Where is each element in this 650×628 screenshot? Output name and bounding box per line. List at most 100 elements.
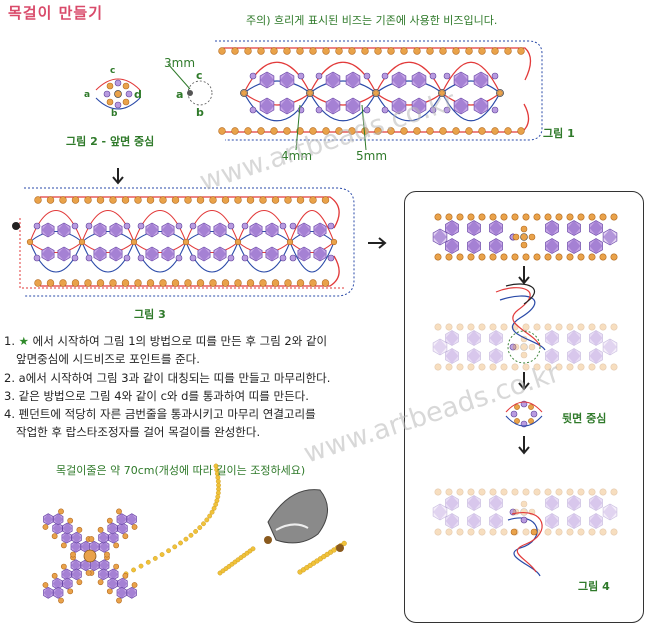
- gold-seed-bead: [109, 196, 117, 204]
- gold-seed-bead: [131, 582, 138, 588]
- crystal-bead-shade: [433, 339, 447, 355]
- gold-seed-bead: [489, 213, 497, 221]
- gold-seed-bead: [467, 363, 475, 371]
- gold-seed-bead: [478, 323, 486, 331]
- figure-4-panel: [404, 191, 644, 623]
- gold-seed-bead: [489, 323, 497, 331]
- crystal-bead-shade: [314, 247, 326, 261]
- chain-link: [183, 536, 189, 542]
- gold-seed-bead: [517, 127, 525, 135]
- crystal-bead-shade: [81, 559, 91, 571]
- crystal-bead-shade: [454, 98, 468, 114]
- crystal-bead-shade: [474, 98, 488, 114]
- gold-seed-bead: [566, 488, 574, 496]
- purple-seed-bead: [114, 101, 122, 109]
- gold-seed-bead: [259, 196, 267, 204]
- gold-seed-bead: [478, 528, 486, 536]
- crystal-bead-shade: [146, 223, 158, 237]
- crystal-bead-shade: [545, 495, 559, 511]
- gold-seed-bead: [84, 279, 92, 287]
- gold-seed-bead: [434, 323, 442, 331]
- crystal-bead-shade: [94, 223, 106, 237]
- gold-seed-bead: [599, 363, 607, 371]
- instruction-step-2: 2. a에서 시작하여 그림 3과 같이 대칭되는 띠를 만들고 마무리한다.: [4, 371, 331, 385]
- crystal-bead-shade: [43, 513, 53, 525]
- gold-seed-bead: [610, 323, 618, 331]
- gold-seed-bead: [159, 196, 167, 204]
- thread-blue: [29, 230, 83, 243]
- gold-seed-bead: [76, 526, 83, 533]
- clasp-highlight: [275, 523, 309, 531]
- jump-ring: [336, 544, 344, 552]
- thread-red: [375, 61, 443, 94]
- crystal-bead-shade: [545, 330, 559, 346]
- thread-blue: [81, 241, 135, 273]
- crystal-bead-shade: [198, 247, 210, 261]
- thread-red: [81, 241, 135, 254]
- gold-seed-bead: [259, 279, 267, 287]
- purple-seed-bead: [510, 410, 518, 418]
- jump-ring: [264, 536, 272, 544]
- gold-seed-bead: [467, 323, 475, 331]
- crystal-bead-shade: [603, 229, 617, 245]
- dimension-5mm: 5mm: [356, 149, 388, 163]
- thread-red: [95, 78, 141, 91]
- crystal-bead-shade: [589, 348, 603, 364]
- gold-seed-bead: [146, 279, 155, 287]
- gold-seed-bead: [271, 279, 280, 287]
- thread-blue: [133, 230, 187, 243]
- gold-seed-bead: [309, 127, 317, 135]
- gold-seed-bead: [514, 418, 520, 424]
- crystal-bead-shade: [89, 559, 99, 571]
- crystal-bead-shade: [589, 513, 603, 529]
- gold-seed-bead: [500, 323, 508, 331]
- gold-seed-bead: [544, 213, 552, 221]
- gold-seed-bead: [599, 323, 607, 331]
- gold-seed-bead: [218, 47, 226, 55]
- gold-seed-bead: [588, 488, 596, 496]
- thread-blue: [375, 80, 443, 94]
- gold-seed-bead: [122, 98, 130, 106]
- gold-seed-bead: [465, 127, 473, 135]
- crystal-bead-shade: [489, 348, 503, 364]
- gold-seed-bead: [361, 47, 369, 55]
- purple-seed-bead: [429, 106, 437, 114]
- crystal-bead-shade: [99, 559, 109, 571]
- crystal-bead-shade: [467, 513, 481, 529]
- thread-blue: [243, 80, 311, 94]
- fig2-b-label: b: [111, 109, 118, 119]
- purple-seed-bead: [363, 106, 371, 114]
- gold-seed-bead: [146, 196, 155, 204]
- gold-seed-bead: [309, 196, 317, 204]
- crystal-bead-shade: [62, 578, 73, 590]
- thread-dotted-outline: [215, 40, 543, 141]
- purple-seed-bead: [123, 222, 131, 230]
- gold-seed-bead: [489, 363, 497, 371]
- fig2-c-label: c: [110, 66, 116, 76]
- purple-seed-bead: [103, 90, 111, 98]
- crystal-bead: [432, 338, 448, 356]
- gold-seed-bead: [599, 253, 607, 261]
- gold-seed-bead: [434, 253, 442, 261]
- gold-seed-bead: [296, 279, 305, 287]
- gold-seed-bead: [196, 196, 205, 204]
- gold-seed-bead: [400, 127, 408, 135]
- gold-seed-bead: [122, 572, 129, 579]
- crystal-bead-shade: [42, 247, 54, 261]
- purple-seed-bead: [137, 254, 145, 262]
- crystal-bead: [589, 495, 603, 511]
- crystal-bead-shade: [433, 229, 447, 245]
- gold-seed-bead: [522, 213, 530, 221]
- gold-seed-bead: [234, 238, 242, 246]
- purple-seed-bead: [279, 222, 287, 230]
- gold-seed-bead: [106, 588, 113, 595]
- gold-seed-bead: [67, 517, 74, 524]
- gold-seed-bead: [610, 488, 618, 496]
- crystal-bead-shade: [250, 247, 262, 261]
- purple-seed-bead: [241, 254, 249, 262]
- purple-seed-bead: [123, 254, 131, 262]
- purple-seed-bead: [289, 222, 297, 230]
- gold-seed-bead: [335, 47, 343, 55]
- crystal-bead-shade: [198, 223, 210, 237]
- chain-link: [201, 521, 206, 527]
